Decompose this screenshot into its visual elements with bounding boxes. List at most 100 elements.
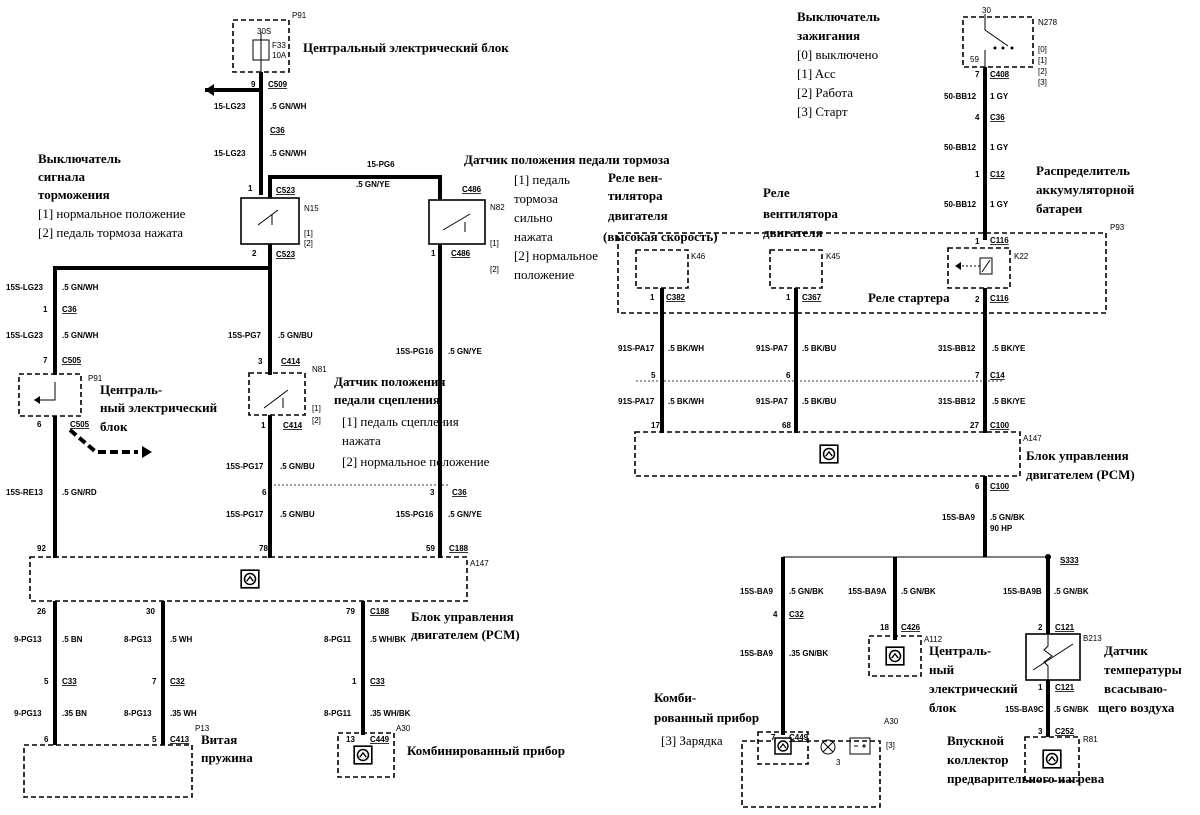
svg-text:6: 6 [37,420,42,429]
connector-c408: C408 [990,70,1010,79]
svg-text:N82: N82 [490,203,505,212]
wire-spec: .5 BK/BU [802,344,836,353]
wire-spec: .5 WH [170,635,192,644]
wire-code: 91S-PA7 [756,344,788,353]
svg-text:1: 1 [975,237,980,246]
svg-text:1: 1 [786,293,791,302]
connector-c32: C32 [170,677,185,686]
wire-spec: .35 WH [170,709,197,718]
svg-text:6: 6 [44,735,49,744]
wire-spec: .5 BK/YE [992,344,1026,353]
pin: 4 [975,113,980,122]
svg-text:30: 30 [146,607,155,616]
svg-text:температуры: температуры [1104,662,1182,677]
svg-text:C505: C505 [70,420,90,429]
svg-text:педали сцепления: педали сцепления [334,392,440,407]
wire-pg6 [268,175,442,200]
svg-text:ный: ный [929,662,955,677]
svg-text:1: 1 [248,184,253,193]
instrument-cluster-right: Комби- рованный прибор [3] Зарядка 7 C44… [654,690,899,808]
svg-text:[3]: [3] [1038,78,1047,87]
wire-code: 8-PG13 [124,709,152,718]
svg-text:двигателя: двигателя [763,225,823,240]
connector-c36: C36 [270,126,285,135]
svg-text:C188: C188 [370,607,390,616]
svg-text:C252: C252 [1055,727,1075,736]
pcm-right: 17 68 27 C100 A147 Блок управления двига… [634,421,1135,491]
wire-code: 15S-PG17 [226,462,264,471]
wire-spec: .5 BN [62,635,83,644]
pin: 7 [975,371,980,380]
wire-spec: .5 WH/BK [370,635,406,644]
svg-text:электрический: электрический [929,681,1018,696]
svg-text:A147: A147 [1023,434,1042,443]
svg-text:C486: C486 [451,249,471,258]
wire-spec: .5 GN/BK [1054,705,1089,714]
svg-text:A30: A30 [884,717,899,726]
fan-relay-high-speed: Реле вен- тилятора двигателя (высокая ск… [603,170,718,302]
pin: 3 [430,488,435,497]
svg-text:[1] нормальное положение: [1] нормальное положение [38,206,186,221]
svg-text:C367: C367 [802,293,822,302]
svg-text:Впускной: Впускной [947,733,1005,748]
svg-text:двигателя: двигателя [608,208,668,223]
svg-text:17: 17 [651,421,660,430]
connector-c32: C32 [789,610,804,619]
svg-text:Выключатель: Выключатель [797,9,880,24]
central-electrical-box-fuse: 30S F33 10A P91 Центральный электрически… [232,11,509,73]
svg-text:Датчик: Датчик [1104,643,1148,658]
svg-text:[0] выключено: [0] выключено [797,47,878,62]
wire-code: 50-BB12 [944,92,977,101]
wire-dashed-out [68,428,138,454]
wire-code: 8-PG11 [324,635,352,644]
wire-spec: .5 GN/BK [789,587,824,596]
connector-c36: C36 [62,305,77,314]
wire-spec: .35 GN/BK [789,649,828,658]
clock-spring: 6 5 C413 P13 Витая пружина [23,724,253,798]
svg-text:C188: C188 [449,544,469,553]
pin-9: 9 [251,80,256,89]
svg-text:7: 7 [43,356,48,365]
svg-text:Централь-: Централь- [100,382,162,397]
svg-text:[2] Работа: [2] Работа [797,85,853,100]
wire-code: 15S-PG16 [396,347,434,356]
svg-text:C449: C449 [370,735,390,744]
wire-code: 8-PG11 [324,709,352,718]
svg-text:3: 3 [1038,727,1043,736]
wire-spec: .5 GN/BU [280,462,315,471]
svg-text:30: 30 [982,6,991,15]
svg-text:[3]: [3] [886,741,895,750]
svg-text:2: 2 [252,249,257,258]
svg-text:C100: C100 [990,421,1010,430]
svg-text:торможения: торможения [38,187,110,202]
svg-text:68: 68 [782,421,791,430]
svg-text:26: 26 [37,607,46,616]
wire-spec: .5 GN/YE [356,180,390,189]
wire-code: 15-LG23 [214,102,246,111]
connector-c36: C36 [990,113,1005,122]
wire-code: 15S-LG23 [6,331,43,340]
svg-text:сигнала: сигнала [38,169,86,184]
connector-c33: C33 [62,677,77,686]
pin: 7 [152,677,157,686]
svg-text:блок: блок [929,700,957,715]
battery-distribution-label: Распределитель [1036,163,1130,178]
svg-text:C382: C382 [666,293,686,302]
starter-relay: 1 C116 2 C116 K22 Реле стартера [868,236,1029,305]
svg-text:N15: N15 [304,204,319,213]
svg-text:двигателем (PCM): двигателем (PCM) [1026,467,1135,482]
wire-spec: .5 GN/BK [901,587,936,596]
connector-c12: C12 [990,170,1005,179]
wire-code: 15S-PG17 [226,510,264,519]
svg-text:Комби-: Комби- [654,690,696,705]
connector-c36: C36 [452,488,467,497]
instrument-cluster-left: 13 C449 A30 Комбинированный прибор [337,724,565,778]
arrow-left-icon [205,84,214,96]
svg-text:коллектор: коллектор [947,752,1008,767]
svg-text:C505: C505 [62,356,82,365]
svg-text:[2] педаль тормоза нажата: [2] педаль тормоза нажата [38,225,183,240]
connector-c33: C33 [370,677,385,686]
svg-text:зажигания: зажигания [797,28,860,43]
svg-text:[1] педаль сцепления: [1] педаль сцепления [342,414,459,429]
wire-spec: 1 GY [990,92,1009,101]
